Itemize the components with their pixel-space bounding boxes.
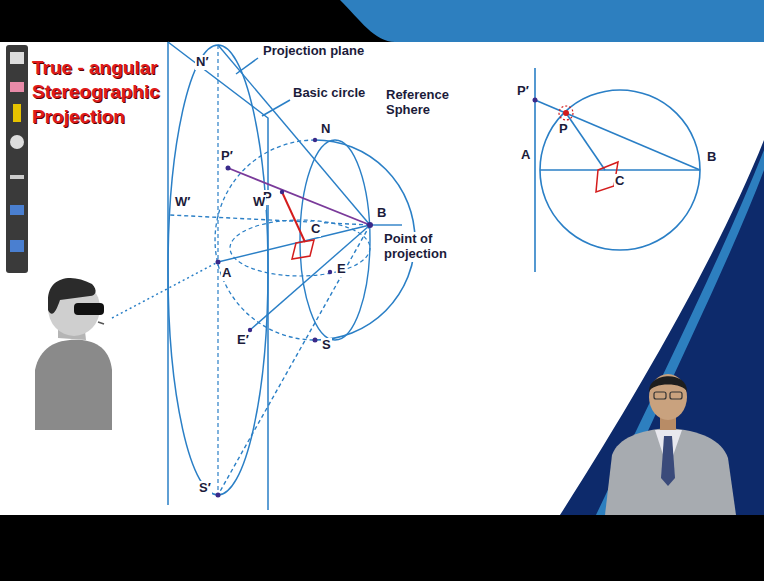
- slide-title: True - angular Stereographic Projection: [32, 56, 172, 129]
- crystal-plane: [292, 240, 314, 259]
- corner-swoosh: [596, 150, 764, 515]
- toolbar-icon: [10, 175, 24, 179]
- point-label: C: [310, 222, 321, 237]
- point-label: E′: [236, 333, 250, 348]
- footer-band: [0, 515, 764, 581]
- presenter-figure: [605, 374, 736, 515]
- point-label: P′: [220, 149, 234, 164]
- point-label: S: [321, 338, 332, 353]
- basic-circle: [168, 45, 268, 495]
- point-label: P′: [516, 84, 530, 99]
- plane-normal: [282, 192, 305, 242]
- point-label: C: [614, 174, 625, 189]
- point-label: Projection plane: [262, 44, 365, 59]
- point-label: Reference Sphere: [385, 88, 467, 118]
- toolbar-icon: [10, 205, 24, 215]
- point-label: E: [336, 262, 347, 277]
- point-label: N′: [195, 55, 210, 70]
- header-band: [0, 0, 764, 42]
- point-label: B: [376, 206, 387, 221]
- point-label: A: [520, 148, 531, 163]
- plane-diameter: [217, 45, 218, 495]
- sight-line: [112, 262, 218, 318]
- toolbar-icon: [10, 135, 24, 149]
- pole-ray: [228, 168, 370, 225]
- point-label: P: [558, 122, 569, 137]
- point-label: W: [252, 195, 266, 210]
- highlight-circle: [559, 106, 573, 120]
- point-label: Point of projection: [383, 232, 475, 262]
- observer-figure: [35, 278, 112, 430]
- point-label: A: [221, 266, 232, 281]
- toolbar-icon: [10, 82, 24, 92]
- point-label: Basic circle: [292, 86, 366, 101]
- point-label: S′: [198, 481, 212, 496]
- toolbar: [6, 45, 28, 273]
- toolbar-icon: [10, 240, 24, 252]
- header-accent: [340, 0, 764, 42]
- corner-swoosh: [560, 140, 764, 515]
- point-label: B: [706, 150, 717, 165]
- point: [533, 98, 538, 103]
- section-diagram: [535, 68, 700, 272]
- toolbar-icon: [10, 52, 24, 64]
- points: [216, 138, 374, 498]
- equator-circle: [230, 220, 370, 276]
- point-label: W′: [174, 195, 191, 210]
- point: [563, 110, 569, 116]
- projection-rays: [170, 45, 402, 495]
- toolbar-icon: [13, 104, 21, 122]
- projection-plane: [168, 42, 290, 510]
- point-label: N: [320, 122, 331, 137]
